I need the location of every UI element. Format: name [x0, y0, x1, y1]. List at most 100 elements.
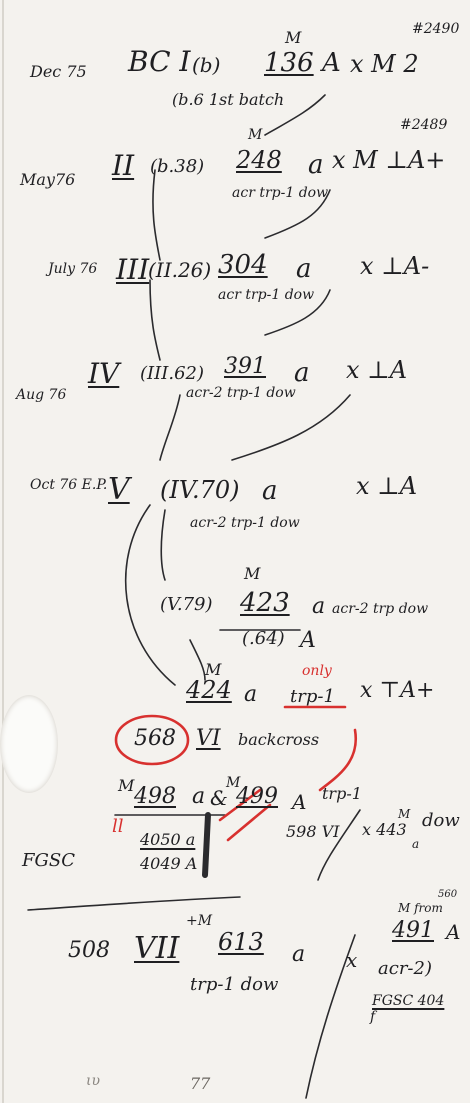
- fgsc-bar: [202, 812, 211, 878]
- row-3-strain: 304: [218, 250, 268, 280]
- r508-right-tick: f: [370, 1009, 376, 1025]
- r508-right-small: 560: [438, 889, 458, 900]
- row-1-strain-mark: M: [285, 28, 302, 47]
- v79-parent: (V.79): [160, 594, 213, 615]
- row-2-genotype: acr trp-1 dow: [232, 185, 329, 201]
- row-3-generation: III: [116, 253, 150, 286]
- row-3-parent: (II.26): [148, 258, 212, 282]
- row-2-generation: II: [112, 149, 135, 182]
- row-2-mating: a: [308, 150, 324, 180]
- arrow-5-424: [124, 504, 176, 686]
- r498-cross2-mark: M: [398, 807, 411, 821]
- r508-right-mating: A: [446, 920, 461, 944]
- row-3-date: July 76: [48, 261, 98, 277]
- arrow-down: [305, 934, 356, 1099]
- r424-strain: 424: [186, 676, 232, 704]
- backcross-number: 568: [134, 726, 176, 751]
- backcross-label: backcross: [238, 730, 320, 749]
- arrow-2-3: [264, 189, 331, 239]
- row-1-generation: BC I: [128, 45, 191, 78]
- row-2-parent: (b.38): [150, 156, 205, 177]
- r508-right-mark: M from: [398, 901, 443, 915]
- r508-mating: a: [292, 942, 306, 967]
- arrow-iii: [149, 279, 161, 361]
- r498-cross: 598 VI: [286, 822, 340, 841]
- row-1-date: Dec 75: [30, 62, 87, 81]
- row-1-strain: 136: [264, 48, 314, 78]
- r498-cross2: x 443: [362, 820, 407, 839]
- row-5-cross: x ⊥A: [356, 472, 418, 500]
- row-5-date: Oct 76 E.P.: [30, 477, 108, 493]
- arrow-5-v79: [160, 509, 166, 581]
- fgsc-label: FGSC: [22, 850, 75, 871]
- red-circle-568: [114, 714, 190, 766]
- red-arrow-1: [218, 788, 262, 822]
- r508-strain: 613: [218, 928, 264, 956]
- arrow-ii: [152, 169, 161, 261]
- row-1-note: (b.6 1st batch: [172, 90, 285, 109]
- r508-right-strain: 491: [392, 918, 434, 943]
- fgsc-4049: 4049 A: [140, 854, 198, 873]
- row-5-genotype: acr-2 trp-1 dow: [190, 515, 300, 531]
- r508-right-geno: acr-2): [378, 958, 432, 979]
- v79-genotype: acr-2 trp dow: [332, 601, 429, 617]
- row-3-genotype: acr trp-1 dow: [218, 287, 315, 303]
- r424-genotype: trp-1: [290, 686, 335, 707]
- r498-cross2-geno: dow: [422, 810, 460, 831]
- fgsc-4050: 4050 a: [140, 830, 196, 849]
- row-4-cross: x ⊥A: [346, 356, 408, 384]
- footer-left: ιυ: [86, 1073, 100, 1089]
- r508-generation: VII: [134, 931, 180, 966]
- r498-mating1: a: [192, 784, 206, 809]
- r498-strain2: 499: [236, 784, 278, 809]
- r424-cross: x ⊤A+: [360, 678, 435, 703]
- r498-mark2: M: [226, 775, 241, 791]
- r498-genotype: trp-1: [322, 784, 362, 803]
- row-4-strain: 391: [224, 354, 266, 379]
- arrow-598: [317, 809, 361, 881]
- v79-strain-mark: M: [244, 564, 261, 583]
- arrow-v79-424: [189, 639, 206, 681]
- row-2-date: May76: [20, 170, 76, 189]
- r424-mark: M: [205, 660, 222, 679]
- r508-cross: x: [346, 948, 358, 972]
- row-1-cross: x M 2: [350, 50, 419, 78]
- row-5-generation: V: [108, 472, 130, 507]
- row-4-generation: IV: [88, 357, 120, 390]
- r498-strain1: 498: [134, 784, 176, 809]
- row-2-strain-mark: M: [248, 127, 263, 143]
- row-5-parent: (IV.70): [160, 476, 240, 504]
- r508-right-fgsc: FGSC 404: [372, 993, 445, 1009]
- r424-mating: a: [244, 682, 258, 707]
- r508-number: 508: [68, 938, 110, 963]
- paper-hole: [0, 695, 58, 793]
- arrow-1-2: [264, 94, 326, 136]
- r498-cross2-mating: a: [412, 837, 420, 851]
- row-2-cross: x M ⊥A+: [332, 146, 446, 174]
- row-3-mating: a: [296, 254, 312, 284]
- r508-mark: +M: [186, 913, 213, 929]
- v79-sub: (.64): [242, 628, 285, 649]
- v79-mating: a: [312, 594, 326, 619]
- row-1-ref: #2490: [412, 21, 460, 37]
- row-4-parent: (III.62): [140, 363, 205, 384]
- r498-mark1: M: [118, 776, 135, 795]
- arrow-iv: [159, 394, 181, 461]
- backcross-generation: VI: [196, 726, 221, 751]
- r508-genotype: trp-1 dow: [190, 974, 279, 995]
- row-4-date: Aug 76: [16, 387, 67, 403]
- r498-and: &: [210, 786, 228, 810]
- footer-right: 77: [190, 1074, 211, 1093]
- fgsc-underline: [27, 896, 241, 911]
- r498-mating2: A: [292, 790, 307, 814]
- row-1-parent: (b): [192, 53, 221, 77]
- left-margin-rule: [2, 0, 4, 1103]
- r424-red-note: only: [302, 663, 332, 679]
- row-2-strain: 248: [236, 146, 282, 174]
- row-4-mating: a: [294, 358, 310, 388]
- row-4-genotype: acr-2 trp-1 dow: [186, 385, 296, 401]
- v79-sub-mating: A: [300, 628, 316, 653]
- red-hook: [318, 728, 358, 792]
- row-3-cross: x ⊥A-: [360, 252, 430, 280]
